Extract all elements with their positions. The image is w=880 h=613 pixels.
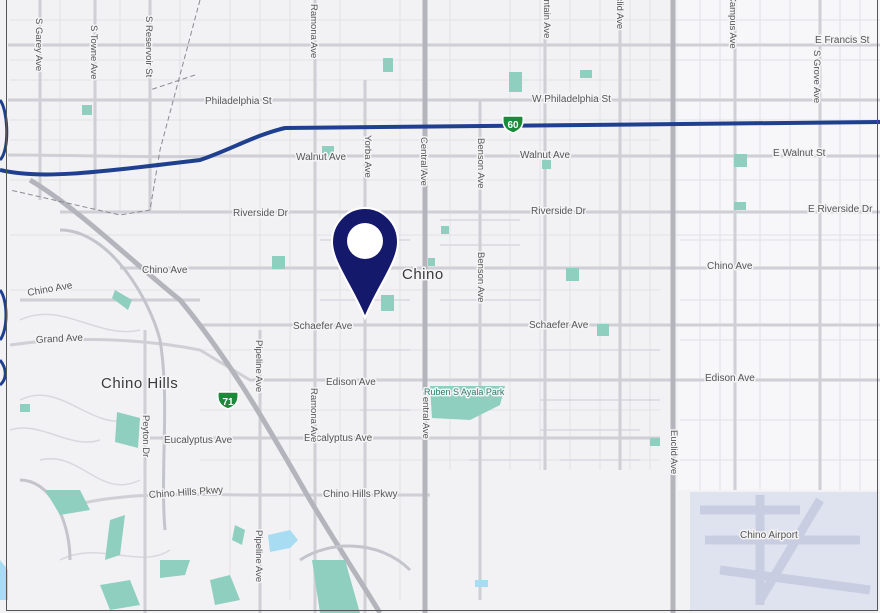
label-eucalyptus-w: Eucalyptus Ave — [164, 435, 233, 446]
sr71-shield: 71 — [217, 391, 239, 410]
label-mountain: S Mountain Ave — [541, 0, 552, 38]
label-campus: Campus Ave — [727, 0, 738, 49]
land-east — [678, 0, 880, 490]
label-eucalyptus-c: Eucalyptus Ave — [304, 433, 373, 444]
label-euclid-s: Euclid Ave — [668, 430, 679, 474]
label-riverside-e: E Riverside Dr — [808, 204, 873, 215]
label-ramona-n: Ramona Ave — [308, 4, 319, 58]
label-chino-hills-pkwy-c: Chino Hills Pkwy — [323, 489, 397, 500]
freeway-60 — [0, 120, 880, 177]
label-philadelphia-w: Philadelphia St — [205, 96, 272, 107]
label-edison-w: Edison Ave — [326, 377, 376, 388]
airport-label: Chino Airport — [740, 530, 798, 541]
sr71-label: 71 — [222, 397, 234, 408]
label-philadelphia-e: W Philadelphia St — [532, 94, 611, 105]
label-pipeline-n: Pipeline Ave — [253, 340, 264, 392]
label-garey: S Garey Ave — [33, 18, 44, 71]
label-reservoir: S Reservoir St — [143, 16, 154, 78]
ayala-park-shape — [430, 386, 505, 420]
label-francis: E Francis St — [815, 35, 870, 46]
label-central: Central Ave — [418, 137, 429, 186]
label-chino-ave-e: Chino Ave — [707, 261, 753, 272]
label-central-s: Central Ave — [420, 390, 431, 439]
label-pipeline-s: Pipeline Ave — [253, 530, 264, 582]
parks — [20, 58, 747, 613]
label-euclid-n: Euclid Ave — [614, 0, 625, 29]
label-towne: S Towne Ave — [88, 25, 99, 80]
label-schaefer-e: Schaefer Ave — [529, 320, 589, 331]
label-riverside-w: Riverside Dr — [233, 208, 289, 219]
label-walnut-w: Walnut Ave — [296, 152, 346, 163]
sr60-label: 60 — [507, 120, 519, 131]
map-pin-icon[interactable] — [330, 206, 400, 321]
ayala-park-label-text: Ruben S Ayala Park — [424, 387, 505, 397]
ayala-park-label: Ruben S Ayala Park — [423, 386, 507, 399]
label-ramona-s: Ramona Ave — [308, 388, 319, 442]
state-routes — [28, 0, 676, 613]
label-benson-s: Benson Ave — [475, 252, 486, 303]
label-chino-ave-w: Chino Ave — [142, 265, 188, 276]
label-edison-e: Edison Ave — [705, 373, 755, 384]
label-grand: Grand Ave — [36, 333, 84, 346]
street-labels-vertical: S Garey Ave S Towne Ave S Reservoir St R… — [32, 0, 824, 584]
label-walnut-e: E Walnut St — [773, 148, 826, 159]
label-riverside-c: Riverside Dr — [531, 206, 587, 217]
sr60-shield: 60 — [502, 115, 524, 134]
label-grove: S Grove Ave — [811, 50, 822, 103]
label-peyton: Peyton Dr — [140, 415, 151, 457]
label-yorba: Yorba Ave — [362, 135, 373, 178]
label-benson-n: Benson Ave — [475, 138, 486, 189]
railroad — [9, 0, 201, 216]
city-chino-label: Chino — [402, 266, 444, 283]
airport-area — [690, 492, 878, 610]
label-schaefer-w: Schaefer Ave — [293, 321, 353, 332]
label-walnut-c: Walnut Ave — [520, 150, 570, 161]
city-chino-hills-label: Chino Hills — [101, 375, 178, 392]
